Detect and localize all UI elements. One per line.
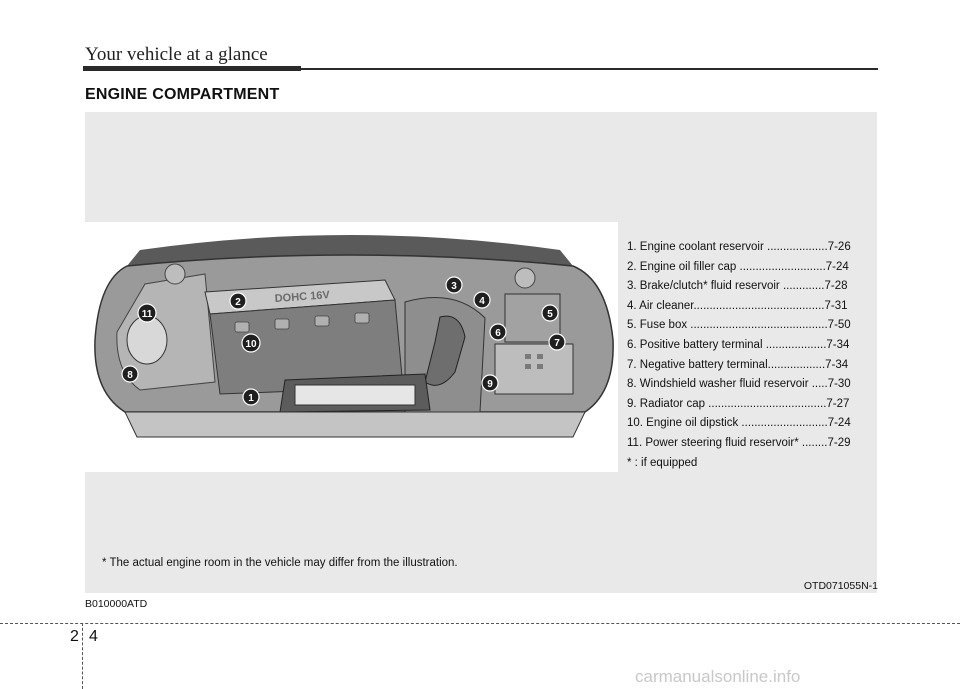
svg-text:5: 5 xyxy=(547,309,553,320)
engine-cover-label: DOHC 16V xyxy=(274,289,330,305)
legend-item: 4. Air cleaner..........................… xyxy=(627,299,848,312)
legend-item: 2. Engine oil filler cap ...............… xyxy=(627,260,849,273)
callout-10-marker: 10 xyxy=(241,333,261,353)
legend-item: 10. Engine oil dipstick ................… xyxy=(627,417,851,430)
callout-6-marker: 6 xyxy=(489,323,507,341)
callout-3-marker: 3 xyxy=(445,276,463,294)
figure-code: OTD071055N-1 xyxy=(803,580,878,592)
document-code: B010000ATD xyxy=(85,598,148,610)
strut-cap-left xyxy=(164,263,186,285)
svg-text:2: 2 xyxy=(235,297,241,308)
callout-2-marker: 2 xyxy=(229,292,247,310)
legend-item: 3. Brake/clutch* fluid reservoir .......… xyxy=(627,280,848,293)
callout-1-marker: 1 xyxy=(242,388,260,406)
header-rule xyxy=(301,68,878,70)
header-bar xyxy=(83,66,301,71)
illustration-disclaimer: * The actual engine room in the vehicle … xyxy=(102,557,458,569)
callout-4-marker: 4 xyxy=(473,291,491,309)
svg-text:1: 1 xyxy=(248,393,254,404)
callout-markers: 1 2 3 4 5 6 7 8 9 10 11 xyxy=(121,276,566,406)
svg-text:10: 10 xyxy=(245,339,257,350)
power-steering-reservoir xyxy=(126,315,168,365)
callout-8-marker: 8 xyxy=(121,365,139,383)
footer-vertical-divider xyxy=(82,623,83,689)
battery xyxy=(494,343,574,395)
callout-9-marker: 9 xyxy=(481,374,499,392)
legend-item: 9. Radiator cap ........................… xyxy=(627,397,850,410)
strut-cap-right xyxy=(514,267,536,289)
callout-11-marker: 11 xyxy=(137,303,157,323)
legend-item: 11. Power steering fluid reservoir* ....… xyxy=(627,436,851,449)
component-legend: 1. Engine coolant reservoir ............… xyxy=(627,238,877,473)
svg-text:8: 8 xyxy=(127,370,133,381)
page-header-title: Your vehicle at a glance xyxy=(85,44,268,65)
battery-label-marks xyxy=(525,354,543,369)
section-title: ENGINE COMPARTMENT xyxy=(85,86,280,103)
air-intake-duct xyxy=(424,315,466,386)
svg-text:9: 9 xyxy=(487,379,493,390)
front-bumper-area xyxy=(124,411,586,438)
front-grille-panel xyxy=(294,384,416,406)
legend-item: 5. Fuse box ............................… xyxy=(627,319,851,332)
watermark-text: carmanualsonline.info xyxy=(635,667,801,686)
svg-text:11: 11 xyxy=(142,309,153,320)
engine-compartment-illustration: DOHC 16V 1 2 3 4 5 6 7 8 9 10 11 xyxy=(85,222,618,472)
legend-item: 8. Windshield washer fluid reservoir ...… xyxy=(627,378,851,391)
hood-edge xyxy=(127,235,573,266)
legend-item: 1. Engine coolant reservoir ............… xyxy=(627,241,851,253)
callout-7-marker: 7 xyxy=(548,333,566,351)
callout-5-marker: 5 xyxy=(541,304,559,322)
svg-text:3: 3 xyxy=(451,281,457,292)
svg-text:4: 4 xyxy=(479,296,485,307)
legend-item: 6. Positive battery terminal ...........… xyxy=(627,338,850,351)
legend-item: 7. Negative battery terminal............… xyxy=(627,358,849,371)
svg-text:7: 7 xyxy=(554,338,560,349)
ignition-coils xyxy=(234,312,370,333)
page-chapter-number: 2 xyxy=(70,628,79,645)
legend-footnote: * : if equipped xyxy=(627,456,698,469)
page-number: 4 xyxy=(89,628,98,645)
footer-divider xyxy=(0,623,960,624)
svg-text:6: 6 xyxy=(495,328,501,339)
